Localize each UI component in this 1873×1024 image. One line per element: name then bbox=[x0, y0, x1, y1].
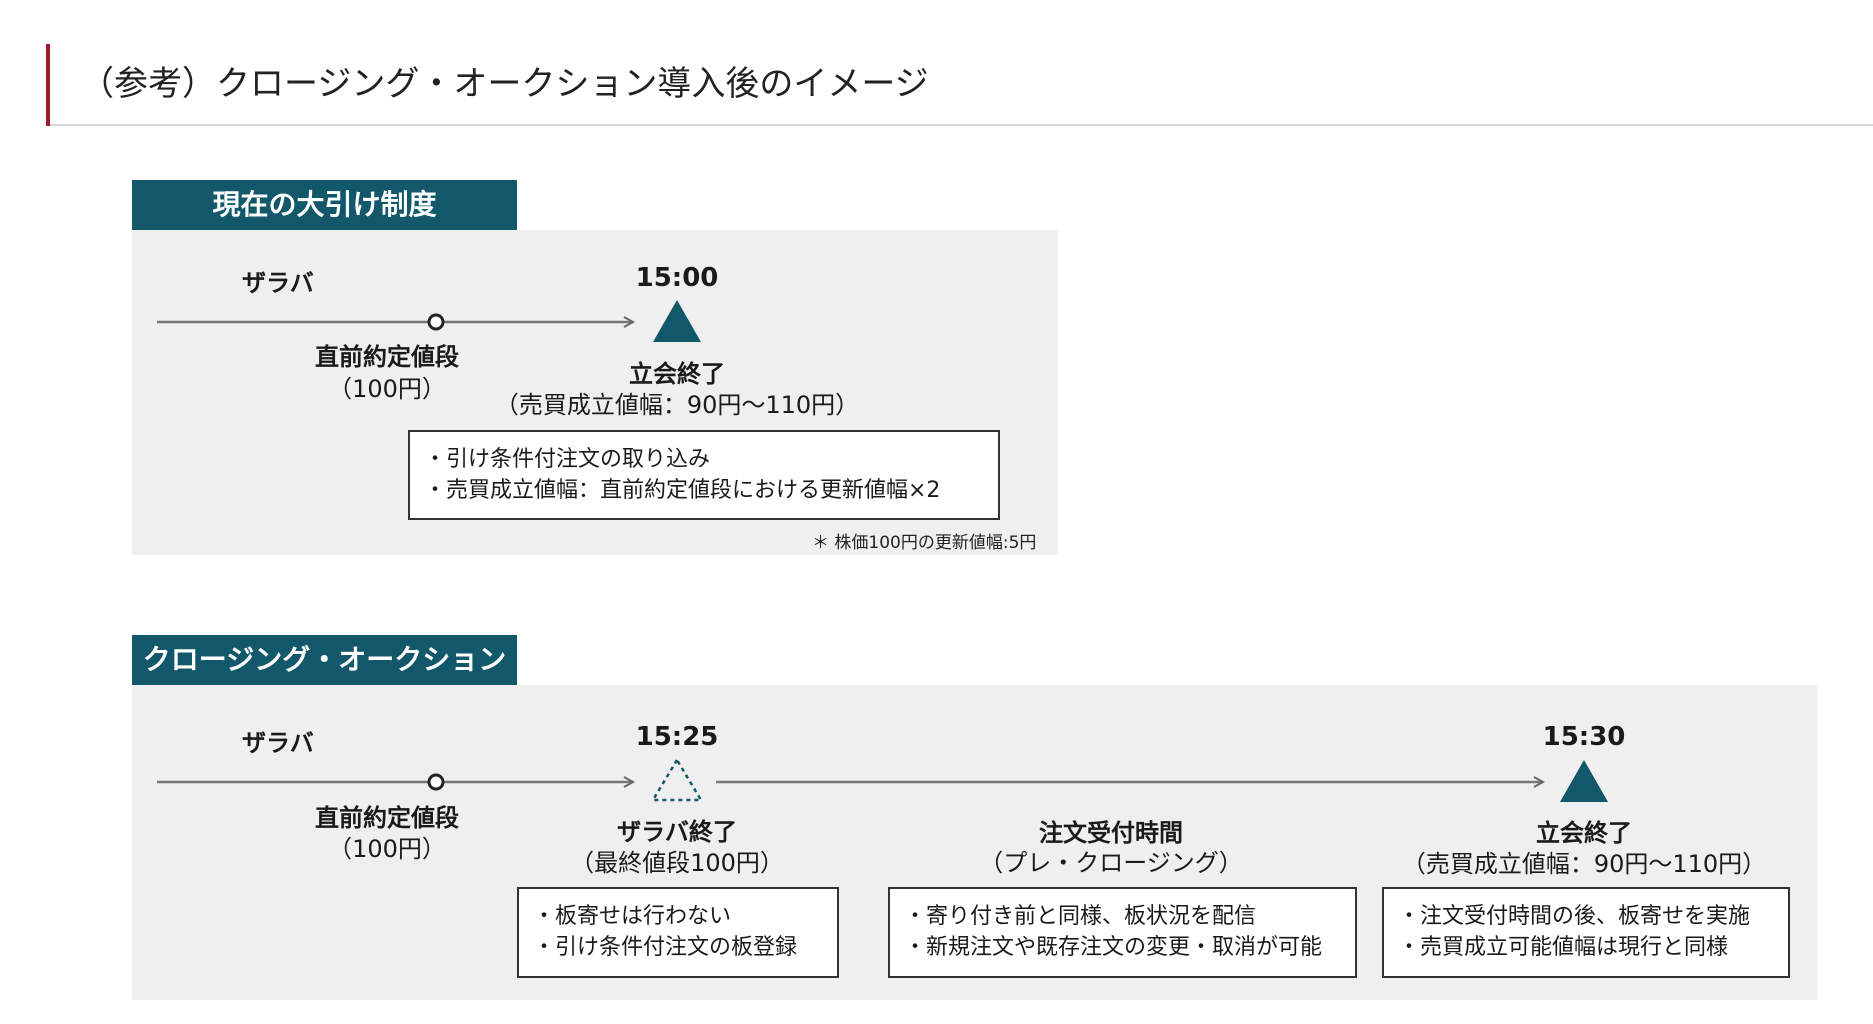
last-price-title: 直前約定値段 bbox=[315, 804, 459, 832]
close-range: （売買成立値幅：90円～110円） bbox=[494, 391, 860, 419]
zaraba-end-triangle-icon bbox=[650, 757, 704, 802]
order-period-box: ・寄り付き前と同様、板状況を配信 ・新規注文や既存注文の変更・取消が可能 bbox=[888, 887, 1357, 978]
last-price-value: （100円） bbox=[328, 835, 446, 863]
close-box: ・注文受付時間の後、板寄せを実施 ・売買成立可能値幅は現行と同様 bbox=[1382, 887, 1790, 978]
current-system-label: 現在の大引け制度 bbox=[132, 180, 517, 230]
last-price-title: 直前約定値段 bbox=[315, 343, 459, 371]
close-range: （売買成立値幅：90円～110円） bbox=[1401, 850, 1767, 878]
page-title: （参考）クロージング・オークション導入後のイメージ bbox=[80, 64, 929, 104]
zaraba-end-title: ザラバ終了 bbox=[617, 818, 737, 846]
current-rules-box: ・引け条件付注文の取り込み ・売買成立値幅：直前約定値段における更新値幅×2 bbox=[408, 430, 1000, 520]
footnote: ＊ 株価100円の更新値幅:5円 bbox=[812, 533, 1037, 553]
close-time-label: 15:00 bbox=[635, 263, 719, 293]
order-period-line-2: ・新規注文や既存注文の変更・取消が可能 bbox=[904, 935, 1323, 960]
close-line-2: ・売買成立可能値幅は現行と同様 bbox=[1398, 935, 1729, 960]
close-title: 立会終了 bbox=[629, 360, 725, 388]
order-period-title: 注文受付時間 bbox=[1039, 819, 1183, 847]
zaraba-end-line-1: ・板寄せは行わない bbox=[533, 904, 732, 929]
zaraba-label: ザラバ bbox=[242, 269, 314, 297]
last-price-marker bbox=[427, 313, 445, 331]
close-title: 立会終了 bbox=[1536, 819, 1632, 847]
close-time-label: 15:30 bbox=[1542, 722, 1626, 752]
zaraba-end-line-2: ・引け条件付注文の板登録 bbox=[533, 935, 798, 960]
rules-line-1: ・引け条件付注文の取り込み bbox=[424, 447, 711, 472]
zaraba-label: ザラバ bbox=[242, 729, 314, 757]
zaraba-end-sub: （最終値段100円） bbox=[570, 849, 784, 877]
last-price-value: （100円） bbox=[328, 375, 446, 403]
close-triangle-icon bbox=[1560, 760, 1608, 802]
title-accent-bar bbox=[46, 44, 50, 126]
closing-auction-label: クロージング・オークション bbox=[132, 635, 517, 685]
close-line-1: ・注文受付時間の後、板寄せを実施 bbox=[1398, 904, 1751, 929]
order-period-sub: （プレ・クロージング） bbox=[979, 849, 1243, 877]
last-price-marker bbox=[427, 773, 445, 791]
order-period-line-1: ・寄り付き前と同様、板状況を配信 bbox=[904, 904, 1257, 929]
zaraba-end-box: ・板寄せは行わない ・引け条件付注文の板登録 bbox=[517, 887, 839, 978]
rules-line-2: ・売買成立値幅：直前約定値段における更新値幅×2 bbox=[424, 478, 941, 503]
zaraba-end-time-label: 15:25 bbox=[635, 722, 719, 752]
close-triangle-icon bbox=[653, 300, 701, 342]
title-divider bbox=[50, 124, 1873, 126]
